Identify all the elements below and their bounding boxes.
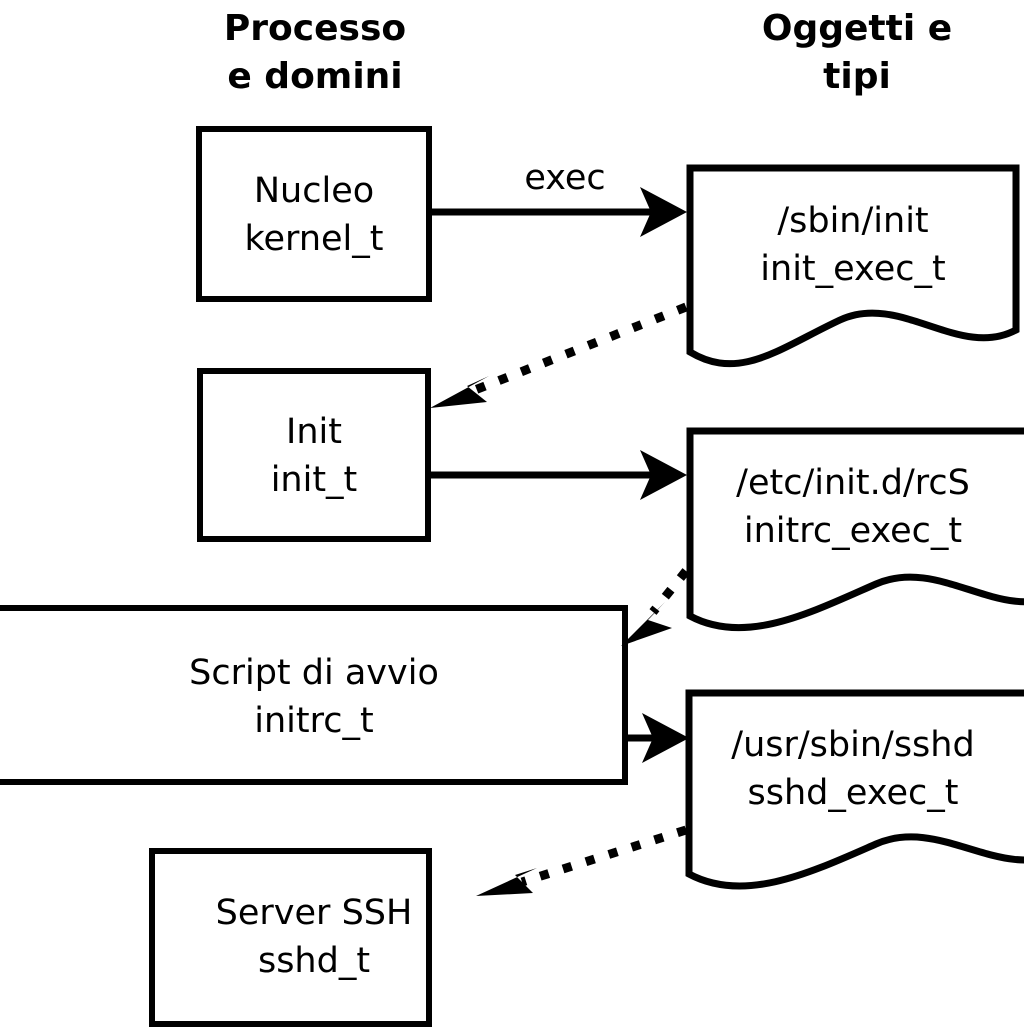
object-node-initrc-exec-document-shape[interactable] <box>686 427 1024 632</box>
process-node-init-box[interactable] <box>197 368 431 542</box>
object-node-initrc-exec-line1: /etc/init.d/rcS <box>736 463 970 503</box>
edge-sshd-exec-transition-sshd <box>476 825 688 896</box>
object-node-initrc-exec[interactable]: /etc/init.d/rcS initrc_exec_t <box>686 427 1024 632</box>
edge-label-exec: exec <box>524 158 605 198</box>
process-node-kernel[interactable]: Nucleo kernel_t <box>196 126 432 302</box>
edge-initrc-exec-sshd-exec <box>622 713 689 763</box>
process-node-sshd-line2: sshd_t <box>258 941 370 981</box>
edge-kernel-exec-init-exec-arrowhead <box>640 187 687 237</box>
process-node-initrc-box[interactable] <box>0 605 628 785</box>
process-node-init[interactable]: Init init_t <box>197 368 431 542</box>
process-node-init-line2: init_t <box>271 460 358 500</box>
column-header-processes-line2: e domini <box>227 56 402 97</box>
process-node-kernel-box[interactable] <box>196 126 432 302</box>
edge-init-exec-transition-init <box>430 302 688 408</box>
edge-init-exec-initrc-exec <box>429 450 687 500</box>
process-node-sshd-line1: Server SSH <box>216 893 413 933</box>
edge-kernel-exec-init-exec: exec <box>429 158 687 237</box>
column-header-processes: Processo e domini <box>224 8 406 97</box>
process-node-initrc[interactable]: Script di avvio initrc_t <box>0 605 628 785</box>
column-header-objects-line2: tipi <box>823 56 891 97</box>
column-header-objects-line1: Oggetti e <box>762 8 952 49</box>
edge-initrc-exec-transition-initrc-arrowhead <box>621 602 672 646</box>
edge-init-exec-transition-init-line <box>473 302 688 395</box>
object-node-init-exec-document-shape[interactable] <box>686 164 1020 368</box>
edge-initrc-exec-transition-initrc-line <box>649 568 690 615</box>
process-node-kernel-line1: Nucleo <box>254 171 374 211</box>
edge-initrc-exec-transition-initrc <box>621 568 690 646</box>
process-node-initrc-line2: initrc_t <box>254 701 373 741</box>
edge-sshd-exec-transition-sshd-line <box>520 825 688 887</box>
process-node-sshd[interactable]: Server SSH sshd_t <box>149 848 432 1027</box>
edge-initrc-exec-sshd-exec-arrowhead <box>642 713 689 763</box>
object-node-sshd-exec-line2: sshd_exec_t <box>748 773 959 813</box>
object-node-sshd-exec[interactable]: /usr/sbin/sshd sshd_exec_t <box>685 689 1024 890</box>
object-node-initrc-exec-line2: initrc_exec_t <box>744 511 962 551</box>
process-node-sshd-box[interactable] <box>149 848 432 1027</box>
object-node-init-exec-line1: /sbin/init <box>777 201 928 241</box>
object-node-sshd-exec-line1: /usr/sbin/sshd <box>731 725 974 765</box>
edge-init-exec-initrc-exec-arrowhead <box>640 450 687 500</box>
object-node-init-exec[interactable]: /sbin/init init_exec_t <box>686 164 1020 368</box>
column-header-objects: Oggetti e tipi <box>762 8 952 97</box>
process-node-init-line1: Init <box>286 412 342 452</box>
object-node-sshd-exec-document-shape[interactable] <box>685 689 1024 890</box>
edge-init-exec-transition-init-arrowhead <box>430 376 489 408</box>
object-node-init-exec-line2: init_exec_t <box>760 249 945 289</box>
process-node-initrc-line1: Script di avvio <box>189 653 439 693</box>
column-header-processes-line1: Processo <box>224 8 406 49</box>
edge-sshd-exec-transition-sshd-arrowhead <box>476 868 537 896</box>
process-node-kernel-line2: kernel_t <box>245 219 384 259</box>
